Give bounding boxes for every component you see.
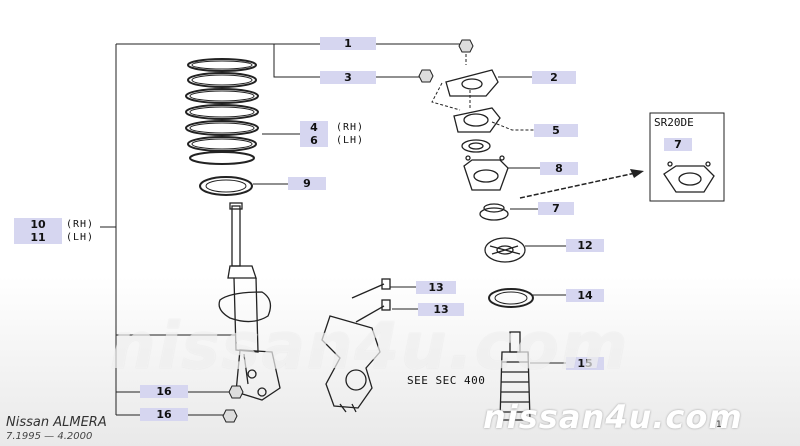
steering-knuckle	[321, 315, 381, 413]
model-name: Nissan ALMERA	[6, 415, 107, 430]
nuts-16	[222, 385, 244, 423]
upper-spring-seat	[484, 237, 526, 263]
side-label-rh-4: (RH)	[336, 122, 365, 133]
part-label-13b[interactable]: 13	[418, 303, 464, 316]
part-label-3[interactable]: 3	[320, 71, 376, 84]
part-label-7[interactable]: 7	[538, 202, 574, 215]
tick-mark: 1	[716, 420, 722, 430]
part-label-5[interactable]: 5	[534, 124, 578, 137]
part-label-8[interactable]: 8	[540, 162, 578, 175]
coil-spring	[185, 58, 259, 165]
mounting-plate	[445, 69, 499, 97]
production-date-range: 7.1995 — 4.2000	[6, 431, 93, 442]
side-label-lh-6: (LH)	[336, 135, 365, 146]
part-label-16a[interactable]: 16	[140, 385, 188, 398]
engine-variant-label: SR20DE	[654, 116, 694, 129]
part-label-16b[interactable]: 16	[140, 408, 188, 421]
watermark-large: nissan4u.com	[110, 310, 630, 384]
bump-rubber-7	[479, 203, 509, 221]
part-label-1[interactable]: 1	[320, 37, 376, 50]
sr20de-arrowhead	[630, 169, 644, 178]
sr20de-mount	[663, 161, 715, 193]
bearing-assembly	[463, 155, 509, 191]
leader-line-5	[491, 121, 534, 131]
part-label-9[interactable]: 9	[288, 177, 326, 190]
part-label-2[interactable]: 2	[532, 71, 576, 84]
upper-spring-rubber	[488, 288, 534, 308]
part-label-12[interactable]: 12	[566, 239, 604, 252]
bound-bumper	[499, 331, 531, 421]
part-label-10[interactable]: 10	[14, 218, 62, 231]
side-label-lh-11: (LH)	[66, 232, 95, 243]
part-label-7-sr20de[interactable]: 7	[664, 138, 692, 151]
dashed-leader-3	[431, 82, 461, 111]
side-label-rh-10: (RH)	[66, 219, 95, 230]
part-label-6[interactable]: 6	[300, 134, 328, 147]
part-label-14[interactable]: 14	[566, 289, 604, 302]
spring-seat-rubber	[199, 176, 253, 196]
part-label-4[interactable]: 4	[300, 121, 328, 134]
part-label-11[interactable]: 11	[14, 231, 62, 244]
see-section-reference[interactable]: SEE SEC 400	[407, 374, 486, 387]
part-label-13a[interactable]: 13	[416, 281, 456, 294]
part-label-15[interactable]: 15	[566, 357, 604, 370]
strut	[218, 202, 281, 401]
mount-insulator	[453, 107, 501, 153]
sr20de-arrow	[519, 171, 641, 199]
nuts-1-3	[418, 39, 474, 83]
sr20de-box	[649, 112, 725, 202]
watermark-small: nissan4u.com	[483, 398, 743, 436]
bolts-13	[351, 278, 391, 323]
